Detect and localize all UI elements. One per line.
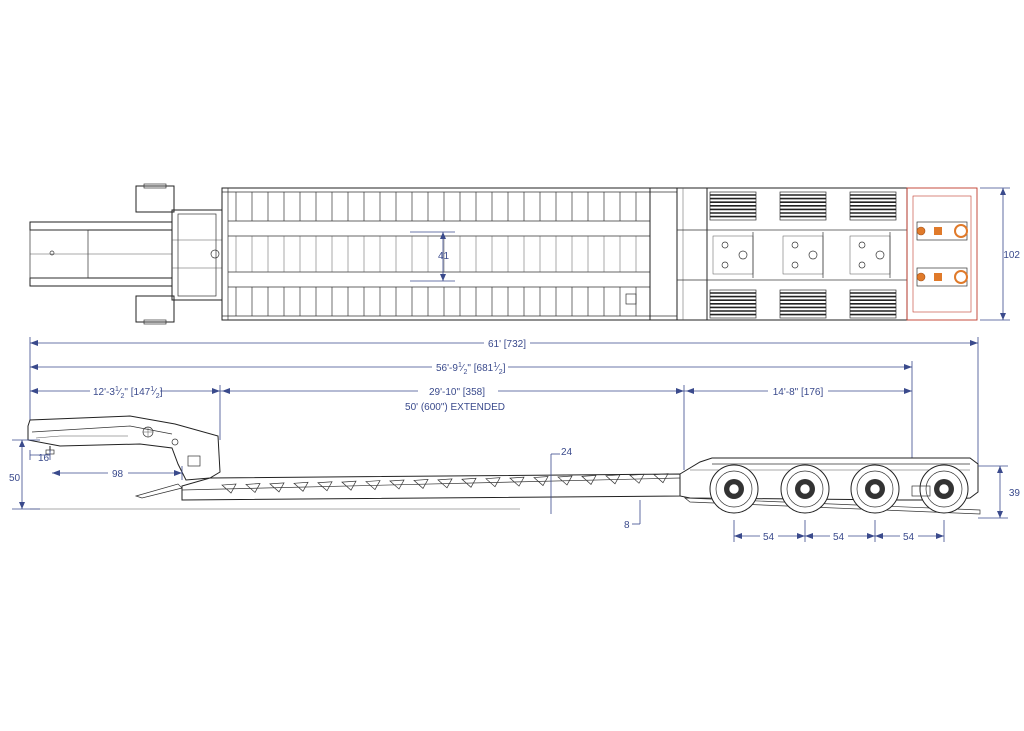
wheel-cap — [799, 483, 811, 495]
deck-gusset — [509, 476, 525, 487]
deck-gusset — [629, 473, 645, 484]
tires-plan — [709, 191, 897, 319]
deck-crossmembers — [235, 192, 637, 316]
tail-light-icon — [916, 226, 926, 236]
deck-gussets — [221, 473, 669, 494]
swing-clearance-label: 98 — [112, 469, 124, 480]
deck-gusset — [317, 481, 333, 492]
suspension-bolt — [791, 261, 799, 269]
deck-gusset — [293, 481, 309, 492]
gooseneck-length-label: 12'-31⁄2" [1471⁄2] — [93, 386, 163, 400]
suspension-bolt — [721, 261, 729, 269]
suspension-bolt — [808, 250, 818, 260]
suspension-bolt — [875, 250, 885, 260]
overall-width-label: 102 — [1003, 250, 1020, 261]
wheel-cap — [728, 483, 740, 495]
deck-gusset — [437, 478, 453, 489]
tail-plan — [906, 187, 978, 321]
side-dimensions: 50 16 98 24 8 39 — [9, 439, 1021, 543]
deck-gusset — [221, 483, 237, 494]
ground-clearance-label: 8 — [624, 520, 630, 531]
rear-section-side — [679, 457, 981, 515]
deck-gusset — [485, 477, 501, 488]
deck-height-label: 24 — [561, 447, 573, 458]
deck-gusset — [557, 475, 573, 486]
tail-light-icon — [954, 224, 968, 238]
deck-gusset — [341, 480, 357, 491]
suspension-bolt — [858, 241, 866, 249]
wheel-rim — [925, 470, 963, 508]
gooseneck-plan — [29, 183, 223, 325]
wheel-rim — [715, 470, 753, 508]
wheel-cap — [869, 483, 881, 495]
suspension-bolt — [791, 241, 799, 249]
deck-plan-outline — [221, 187, 678, 321]
axle-spacing-1-label: 54 — [763, 532, 775, 543]
length-without-gooseneck-label: 56'-91⁄2" [6811⁄2] — [436, 362, 506, 376]
deck-gusset — [605, 474, 621, 485]
deck-width-label: 41 — [438, 251, 450, 262]
axle-spacing-2-label: 54 — [833, 532, 845, 543]
deck-gusset — [461, 477, 477, 488]
wheels-side — [709, 464, 969, 514]
kingpin-offset-label: 16 — [38, 453, 50, 464]
length-dimensions: 61' [732] 56'-91⁄2" [6811⁄2] 12'-31⁄2" [… — [29, 337, 979, 470]
wheel-cap — [938, 483, 950, 495]
suspension-bolt — [738, 250, 748, 260]
deck-side — [181, 473, 681, 501]
suspension-plan — [712, 232, 891, 278]
axle-spacing-3-label: 54 — [903, 532, 915, 543]
deck-gusset — [269, 482, 285, 493]
deck-gusset — [245, 483, 261, 494]
deck-gusset — [533, 476, 549, 487]
rear-section-length-label: 14'-8" [176] — [773, 387, 824, 398]
deck-gusset — [581, 475, 597, 485]
overall-length-label: 61' [732] — [488, 339, 526, 350]
top-view: 102 41 — [29, 183, 1020, 325]
width-dimension: 102 — [980, 187, 1020, 321]
deck-width-dimension: 41 — [410, 231, 455, 282]
deck-gusset — [413, 479, 429, 489]
wheel-rim — [786, 470, 824, 508]
rear-deck-height-label: 39 — [1009, 488, 1021, 499]
deck-gusset — [365, 480, 381, 491]
gooseneck-height-label: 50 — [9, 473, 21, 484]
suspension-bolt — [721, 241, 729, 249]
suspension-bolt — [858, 261, 866, 269]
side-view — [27, 415, 981, 515]
well-length-label: 29'-10" [358] — [429, 387, 485, 398]
tail-light-icon — [916, 272, 926, 282]
deck-gusset — [389, 479, 405, 490]
tail-light-icon — [954, 270, 968, 284]
wheel-rim — [856, 470, 894, 508]
extended-length-note: 50' (600") EXTENDED — [405, 402, 505, 413]
deck-gusset — [653, 473, 669, 484]
